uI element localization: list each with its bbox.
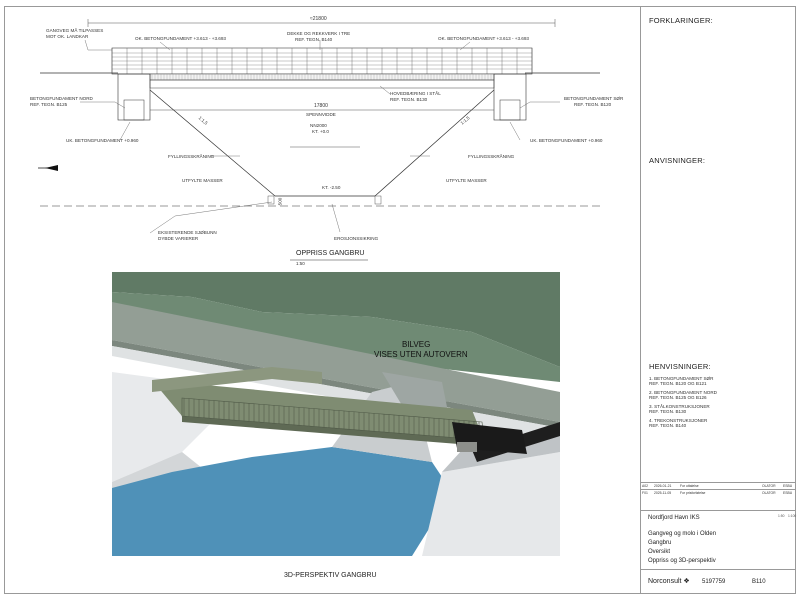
- deck-railing-ref: REF. TEGN. B140: [295, 37, 333, 42]
- seabed-note: DYBDE VARIERER: [158, 236, 199, 241]
- drawing-content: Oppriss og 3D-perspektiv: [648, 558, 716, 564]
- span-label: SPENNVIDDE: [306, 112, 336, 117]
- foundation-south-label: BETONGFUNDAMENT SØR: [564, 96, 624, 101]
- water: [112, 447, 452, 556]
- drawing-type: Oversikt: [648, 549, 671, 555]
- nn2000-label: NN2000: [310, 123, 327, 128]
- walkway-note: GANGVEG MÅ TILPASSES: [46, 28, 104, 33]
- bridge-deck: [152, 380, 484, 440]
- foundation-south-ref: REF. TEGN. B120: [574, 102, 612, 107]
- client-name: Nordfjord Havn IKS: [648, 515, 700, 521]
- fill-slope-right: FYLLINGSSKRÅNING: [468, 154, 515, 159]
- main-beam-label: HOVEDBÆRING I STÅL: [390, 91, 441, 96]
- right-abutment: [422, 452, 560, 556]
- elevation-drawing: [38, 19, 600, 261]
- instructions-heading: ANVISNINGER:: [649, 156, 706, 165]
- foundation-top-left: OK. BETONGFUNDAMENT +3.613 - +3.693: [135, 36, 226, 41]
- 3d-render-graphic: [112, 272, 560, 556]
- drawing-number: B110: [752, 579, 766, 585]
- deck-railing-label: DEKKE OG REKKVERK I TRE: [287, 31, 351, 36]
- foundation-north-label: BETONGFUNDAMENT NORD: [30, 96, 93, 101]
- elevation-title: OPPRISS GANGBRU: [296, 250, 365, 257]
- kt-bottom-label: KT. -2.50: [322, 185, 341, 190]
- foundation-top-right: OK. BETONGFUNDAMENT +3.613 - +3.693: [438, 36, 529, 41]
- fill-slope-left: FYLLINGSSKRÅNING: [168, 154, 215, 159]
- elevation-scale: 1:50: [296, 261, 305, 266]
- terrain-mid: [112, 292, 560, 382]
- logo-icon: ❖: [683, 578, 690, 585]
- uk-foundation-left: UK. BETONGFUNDAMENT +0.960: [66, 138, 139, 143]
- project-subtitle: Gangbru: [648, 540, 672, 546]
- revision-row: A02 2026-01-21 For uttalelse OLATOR ESBU: [640, 482, 796, 489]
- title-block: Nordfjord Havn IKS 1:50 1:100 Gangveg og…: [640, 510, 796, 594]
- revision-row: F01 2025-11-05 For prisforfølelse OLATOR…: [640, 489, 796, 496]
- uk-foundation-right: UK. BETONGFUNDAMENT +0.960: [530, 138, 603, 143]
- explanations-heading: FORKLARINGER:: [649, 16, 713, 25]
- fill-masses-right: UTFYLTE MASSER: [446, 178, 487, 183]
- foundation-north-ref: REF. TEGN. B125: [30, 102, 68, 107]
- dim-500: 500: [277, 197, 283, 206]
- seabed-label: EKSISTERENDE SJØBUNN: [158, 230, 217, 235]
- walkway-note-2: MOT OK. LANDKAR: [46, 34, 89, 39]
- road-note: VISES UTEN AUTOVERN: [374, 350, 468, 359]
- main-beam-ref: REF. TEGN. B130: [390, 97, 428, 102]
- road-label: BILVEG: [402, 340, 431, 349]
- notes-panel: FORKLARINGER: ANVISNINGER: HENVISNINGER:…: [640, 6, 796, 594]
- terrain-upper: [112, 272, 560, 367]
- project-title: Gangveg og molo i Olden: [648, 531, 717, 537]
- company-logo: Norconsult ❖: [648, 578, 690, 585]
- total-length-dimension: ≈21800: [310, 16, 327, 22]
- road-surface: [112, 302, 560, 422]
- 3d-render: BILVEG VISES UTEN AUTOVERN: [112, 272, 560, 556]
- span-dimension: 17800: [314, 103, 328, 109]
- scale-b: 1:100: [788, 514, 797, 518]
- kt-zero-label: KT. +0.0: [312, 129, 329, 134]
- sheet-frame: [4, 6, 796, 594]
- render-title: 3D-PERSPEKTIV GANGBRU: [284, 572, 377, 579]
- project-number: 5197759: [702, 579, 726, 585]
- erosion-protection-label: EROSJONSSIKRING: [334, 236, 379, 241]
- fill-masses-left: UTFYLTE MASSER: [182, 178, 223, 183]
- references-heading: HENVISNINGER:: [649, 362, 711, 371]
- scale-a: 1:50: [778, 514, 785, 518]
